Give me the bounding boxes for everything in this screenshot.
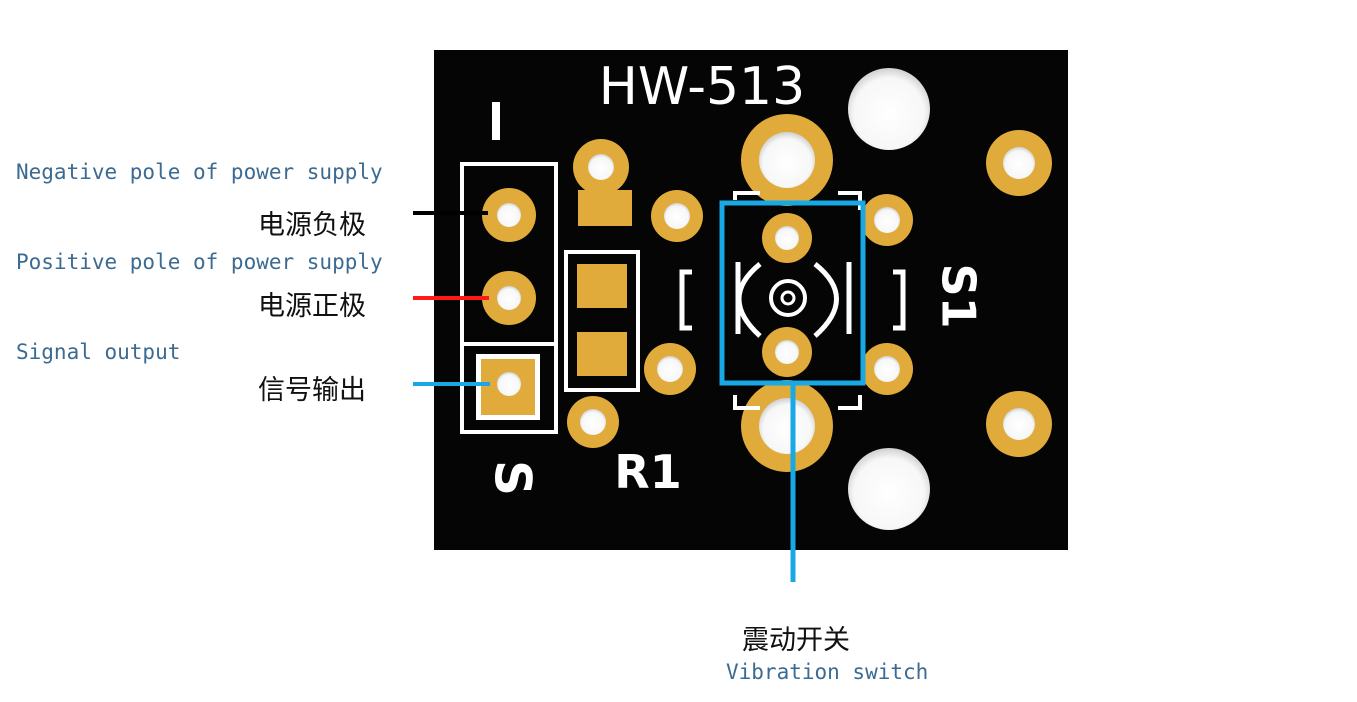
pad-small-4 xyxy=(861,194,913,246)
signal-label-en: Signal output xyxy=(16,340,181,364)
switch-center-ring-outer xyxy=(769,279,807,317)
switch-center-ring-inner xyxy=(780,290,796,306)
pad-small-1 xyxy=(651,190,703,242)
switch-contact-top xyxy=(762,213,812,263)
switch-ref-label: S1 xyxy=(932,263,986,328)
switch-contact-bottom xyxy=(762,327,812,377)
switch-side-brackets xyxy=(679,269,906,331)
header-pin-signal xyxy=(476,354,540,420)
pad-small-5 xyxy=(861,343,913,395)
square-pad-upper xyxy=(573,139,632,226)
pad-small-2 xyxy=(567,396,619,448)
switch-body-arcs xyxy=(735,262,852,338)
switch-large-pad-top xyxy=(741,114,833,206)
negative-label-zh: 电源负极 xyxy=(258,210,366,241)
header-pin-negative xyxy=(482,188,536,242)
positive-label-en: Positive pole of power supply xyxy=(16,250,383,274)
switch-label-en: Vibration switch xyxy=(726,660,929,684)
positive-label-zh: 电源正极 xyxy=(258,291,366,322)
signal-label-zh: 信号输出 xyxy=(258,375,366,406)
negative-pin-mark xyxy=(492,102,500,140)
r1-pad-bottom xyxy=(577,332,627,376)
board-model-label: HW-513 xyxy=(599,57,805,117)
header-pin-positive xyxy=(482,271,536,325)
resistor-ref-label: R1 xyxy=(614,445,681,499)
mounting-hole-bottom xyxy=(848,448,930,530)
edge-pad-bottom xyxy=(986,391,1052,457)
mounting-hole-top xyxy=(848,68,930,150)
signal-pin-mark: S xyxy=(484,460,542,496)
edge-pad-top xyxy=(986,130,1052,196)
r1-outline xyxy=(564,250,640,392)
switch-label-zh: 震动开关 xyxy=(742,625,850,656)
pad-small-3 xyxy=(644,343,696,395)
negative-label-en: Negative pole of power supply xyxy=(16,160,383,184)
r1-pad-top xyxy=(577,264,627,308)
switch-large-pad-bottom xyxy=(741,380,833,472)
